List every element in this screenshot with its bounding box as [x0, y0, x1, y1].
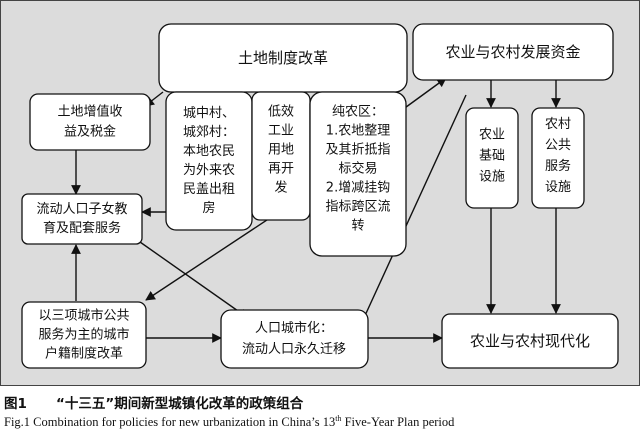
node-label-line: 流动人口子女教: [36, 201, 127, 217]
node-agri-fund: 农业与农村发展资金: [412, 23, 614, 81]
edge-lowuse-to-hukou: [145, 209, 283, 301]
node-label-line: 土地增值收: [57, 104, 122, 120]
node-label-line: 转: [351, 219, 364, 234]
node-label-line: 基础: [479, 149, 505, 164]
node-urbanization: 人口城市化： 流动人口永久迁移: [220, 309, 369, 369]
node-label-line: 2.增减挂钩: [326, 181, 390, 196]
node-label-line: 再开: [268, 162, 294, 177]
node-label-line: 标交易: [338, 161, 377, 177]
caption-english: Fig.1 Combination for policies for new u…: [4, 414, 454, 430]
node-label-line: 服务为主的城市: [38, 327, 129, 343]
caption-chinese-title: “十三五”期间新型城镇化改革的政策组合: [56, 396, 304, 412]
node-label-line: 以三项城市公共: [38, 308, 129, 324]
node-label-line: 公共: [545, 138, 571, 153]
node-label-line: 低效: [268, 105, 294, 120]
node-label-line: 1.农地整理: [326, 124, 390, 139]
node-label-line: 户籍制度改革: [45, 346, 123, 362]
node-label-line: 服务: [545, 158, 571, 174]
node-label-line: 设施: [479, 170, 505, 185]
node-label-line: 为外来农: [183, 163, 235, 178]
node-label-line: 设施: [545, 180, 571, 195]
edges: [71, 77, 561, 345]
caption-english-text: Fig.1 Combination for policies for new u…: [4, 415, 336, 430]
node-label-line: 农业与农村发展资金: [445, 43, 580, 61]
node-label-line: 工业: [268, 124, 294, 139]
edge-agrifund-to-urbanization: [351, 94, 467, 345]
node-label-line: 人口城市化：: [255, 320, 333, 336]
node-label-line: 发: [274, 180, 287, 196]
node-label-line: 土地制度改革: [238, 49, 328, 67]
node-label-line: 本地农民: [183, 144, 235, 159]
node-label-line: 农业与农村现代化: [470, 332, 590, 350]
node-label-line: 指标跨区流: [325, 200, 390, 215]
node-label-line: 流动人口永久迁移: [242, 342, 346, 357]
node-land-reform: 土地制度改革: [158, 23, 408, 93]
node-label-line: 民盖出租: [183, 182, 235, 197]
edge-pureagri-to-agrifund: [401, 77, 447, 111]
node-label-line: 益及税金: [64, 124, 116, 140]
node-modernization: 农业与农村现代化: [441, 313, 619, 369]
caption-english-suffix: Five-Year Plan period: [341, 415, 455, 430]
caption-figure-number: 图1: [4, 396, 27, 412]
edge-education-to-urbanization: [139, 241, 249, 319]
node-label-line: 房: [202, 200, 215, 216]
node-label-line: 农村: [545, 117, 571, 132]
node-label-line: 用地: [268, 143, 294, 158]
node-label-line: 纯农区：: [332, 105, 384, 120]
node-label-line: 农业: [479, 128, 505, 143]
caption-english-superscript: th: [335, 414, 342, 423]
node-label-line: 城郊村：: [183, 124, 235, 140]
node-label-line: 及其折抵指: [325, 143, 390, 158]
caption-chinese: 图1 “十三五”期间新型城镇化改革的政策组合: [4, 392, 303, 412]
node-label-line: 育及配套服务: [43, 220, 121, 236]
node-label-line: 城中村、: [183, 106, 235, 121]
